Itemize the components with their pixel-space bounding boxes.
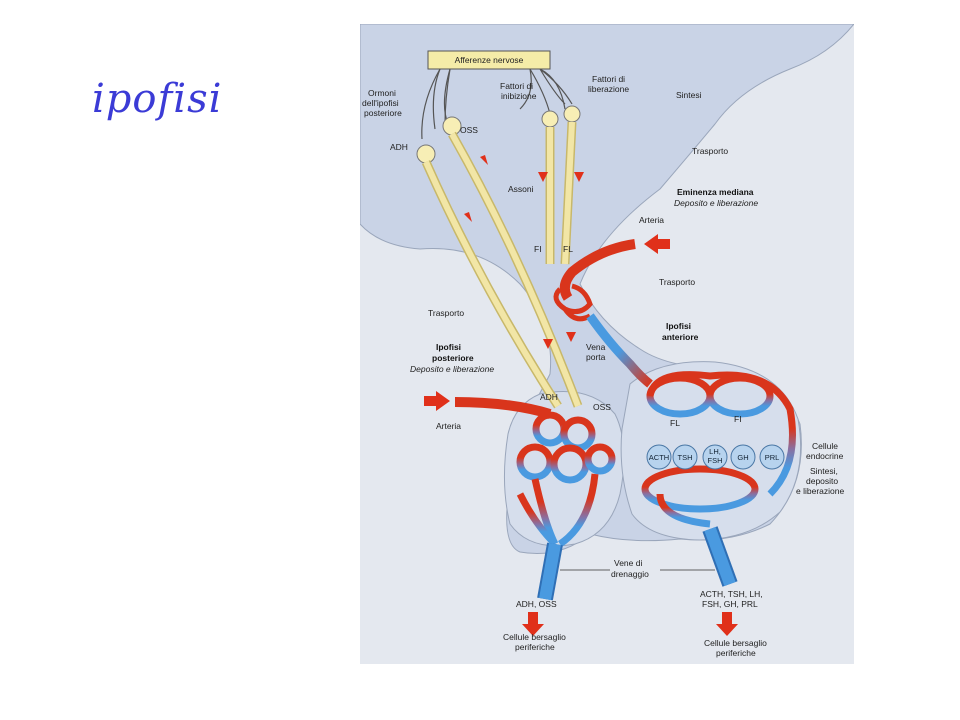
inferior-artery [454, 397, 552, 419]
label-ipofisi-ant-2: anteriore [662, 332, 699, 342]
label-eminenza: Eminenza mediana [677, 187, 754, 197]
artery-arrow-left [424, 391, 450, 411]
label-oss-low: OSS [593, 402, 611, 412]
label-ormoni-1: Ormoni [368, 88, 396, 98]
label-adh-top: ADH [390, 142, 408, 152]
label-target-left-1: Cellule bersaglio [503, 632, 566, 642]
cell-lh: LH, [709, 447, 721, 456]
cell-fsh: FSH [708, 456, 723, 465]
label-ormoni-3: posteriore [364, 108, 402, 118]
cell-gh: GH [737, 453, 748, 462]
label-trasporto-top: Trasporto [692, 146, 728, 156]
endocrine-cells [646, 444, 785, 470]
afferenze-box [427, 50, 551, 70]
adh-neuron [416, 144, 436, 164]
label-fattori-inib-2: inibizione [501, 91, 537, 101]
cell-prl: PRL [765, 453, 780, 462]
label-fi-top: FI [534, 244, 542, 254]
label-trasporto-mid: Trasporto [659, 277, 695, 287]
label-vene-1: Vene di [614, 558, 642, 568]
label-ipofisi-ant-1: Ipofisi [666, 321, 691, 331]
posterior-plexus [516, 411, 616, 547]
label-eminenza-sub: Deposito e liberazione [674, 198, 758, 208]
label-target-left-2: periferiche [515, 642, 555, 652]
portal-vein [586, 313, 653, 388]
fl-neuron [563, 105, 581, 123]
label-ipofisi-post-sub: Deposito e liberazione [410, 364, 494, 374]
label-fl-top: FL [563, 244, 573, 254]
label-sintesi2-3: e liberazione [796, 486, 844, 496]
cell-acth: ACTH [649, 453, 669, 462]
label-fi-low: FI [734, 414, 742, 424]
output-arrow-right [716, 612, 738, 636]
label-cellule-1: Cellule [812, 441, 838, 451]
label-sintesi2-2: deposito [806, 476, 838, 486]
anterior-plexus [641, 371, 796, 528]
label-oss-top: OSS [460, 125, 478, 135]
label-ipofisi-post-2: posteriore [432, 353, 474, 363]
output-arrow-left [522, 612, 544, 636]
label-target-right-2: periferiche [716, 648, 756, 658]
label-arteria-left: Arteria [436, 421, 461, 431]
primary-plexus [553, 283, 593, 322]
label-arteria-right: Arteria [639, 215, 664, 225]
label-adh-low: ADH [540, 392, 558, 402]
label-assoni: Assoni [508, 184, 534, 194]
label-out-right-2: FSH, GH, PRL [702, 599, 758, 609]
fi-neuron [541, 110, 559, 128]
superior-artery [559, 239, 636, 301]
afferenze-label: Afferenze nervose [455, 55, 524, 65]
label-sintesi: Sintesi [676, 90, 702, 100]
label-fl-low: FL [670, 418, 680, 428]
cell-tsh: TSH [678, 453, 693, 462]
label-vena-1: Vena [586, 342, 606, 352]
label-out-right-1: ACTH, TSH, LH, [700, 589, 763, 599]
label-target-right-1: Cellule bersaglio [704, 638, 767, 648]
flow-arrow [480, 155, 488, 165]
label-cellule-2: endocrine [806, 451, 844, 461]
label-vene-2: drenaggio [611, 569, 649, 579]
label-ipofisi-post-1: Ipofisi [436, 342, 461, 352]
label-trasporto-left: Trasporto [428, 308, 464, 318]
label-vena-2: porta [586, 352, 606, 362]
label-sintesi2-1: Sintesi, [810, 466, 838, 476]
pituitary-diagram: Afferenze nervose AC [360, 24, 854, 664]
oss-neuron [442, 116, 462, 136]
label-fattori-lib-2: liberazione [588, 84, 629, 94]
diagram-svg: Afferenze nervose AC [360, 24, 854, 658]
label-ormoni-2: dell'ipofisi [362, 98, 399, 108]
label-out-left: ADH, OSS [516, 599, 557, 609]
label-fattori-lib-1: Fattori di [592, 74, 625, 84]
label-fattori-inib-1: Fattori di [500, 81, 533, 91]
afferent-nerves [432, 68, 573, 130]
slide-title: ipofisi [92, 76, 223, 122]
artery-arrow-right [644, 234, 670, 254]
